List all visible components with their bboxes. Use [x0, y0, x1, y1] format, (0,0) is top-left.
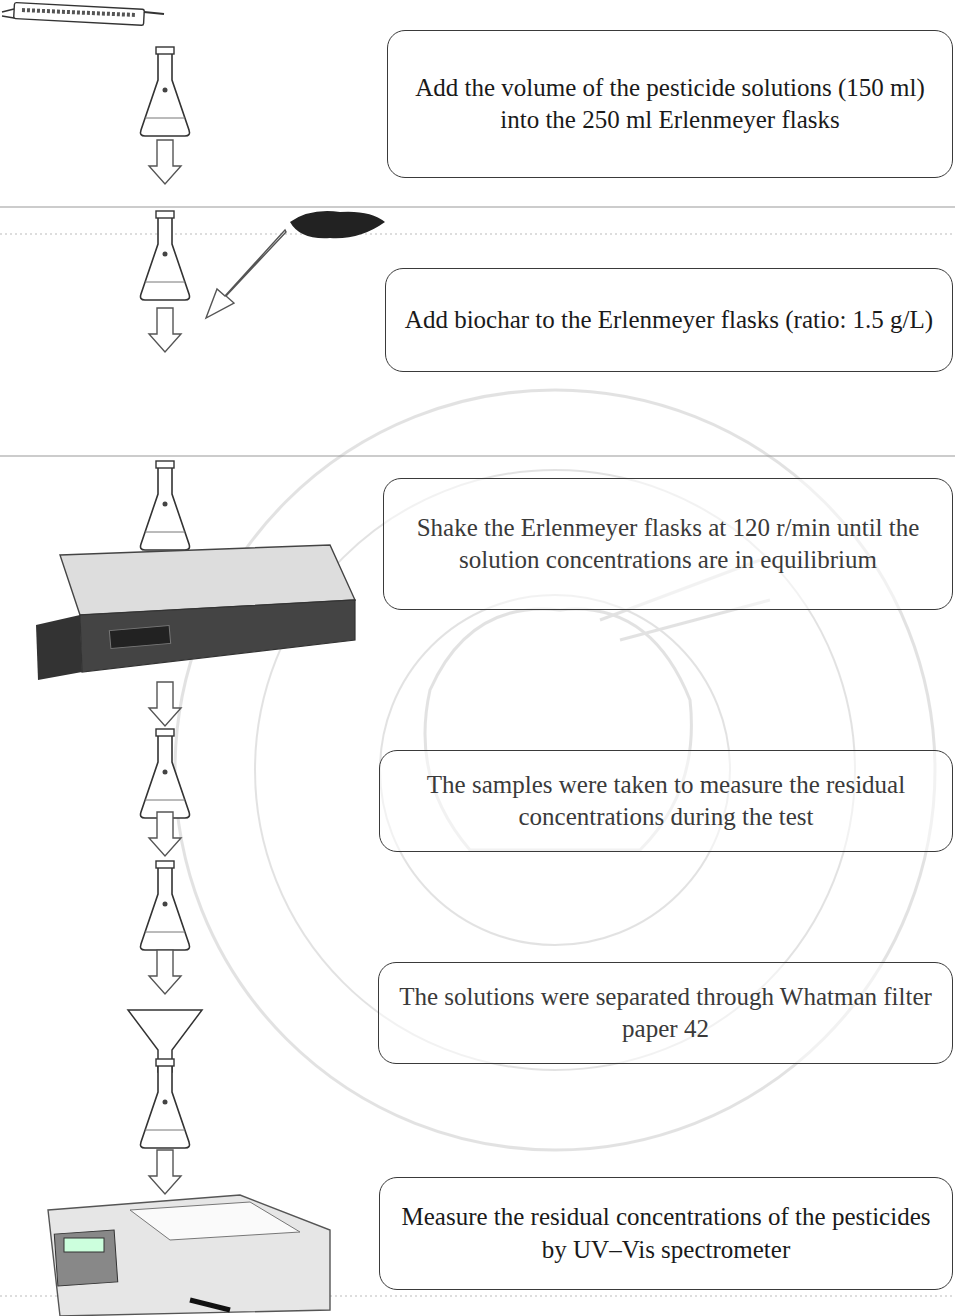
step-text: Add biochar to the Erlenmeyer flasks (ra… [387, 304, 951, 337]
step-text: Add the volume of the pesticide solution… [388, 72, 952, 137]
step-text: The samples were taken to measure the re… [380, 769, 952, 834]
process-box: Shake the Erlenmeyer flasks at 120 r/min… [383, 478, 953, 610]
process-box: The samples were taken to measure the re… [379, 750, 953, 852]
step-text: Shake the Erlenmeyer flasks at 120 r/min… [384, 512, 952, 577]
process-box: The solutions were separated through Wha… [378, 962, 953, 1064]
step-text: Measure the residual concentrations of t… [380, 1201, 952, 1266]
process-box: Add the volume of the pesticide solution… [387, 30, 953, 178]
process-box: Add biochar to the Erlenmeyer flasks (ra… [385, 268, 953, 372]
step-text: The solutions were separated through Wha… [379, 981, 952, 1046]
process-box: Measure the residual concentrations of t… [379, 1177, 953, 1290]
